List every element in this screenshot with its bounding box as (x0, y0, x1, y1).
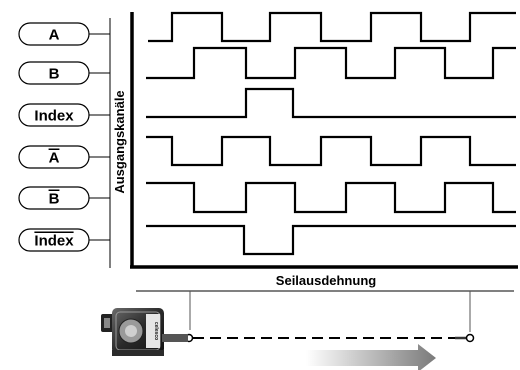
waveform-b (146, 46, 516, 80)
waveform-a (148, 11, 516, 43)
waveform-index (146, 87, 516, 119)
sensor-cable-guide (162, 334, 188, 342)
channel-label-b-inverted: B (18, 186, 110, 210)
direction-arrow (306, 344, 436, 370)
channel-label-text: Index (34, 233, 74, 250)
channel-label-index-inverted: Index (18, 228, 110, 252)
channel-label-b: B (18, 61, 110, 85)
waveform-index-inverted (146, 224, 516, 256)
y-axis-label: Ausgangskanäle (112, 90, 127, 193)
channel-label-text: B (49, 191, 60, 208)
channel-label-a-inverted: A (18, 145, 110, 169)
channel-label-index: Index (18, 103, 110, 127)
x-axis-label: Seilausdehnung (276, 273, 376, 288)
string-pot-sensor-icon: celesco (101, 308, 188, 356)
channel-label-a: A (18, 22, 110, 46)
cable-end-eyelet (465, 333, 475, 343)
channel-label-text: A (49, 150, 60, 167)
waveform-a-inverted (146, 135, 516, 167)
channel-label-text: Index (34, 108, 74, 125)
waveforms (146, 11, 516, 256)
waveform-b-inverted (146, 181, 516, 214)
channel-label-text: A (49, 27, 60, 44)
channel-label-text: B (49, 66, 60, 83)
sensor-brand-text: celesco (153, 322, 159, 340)
